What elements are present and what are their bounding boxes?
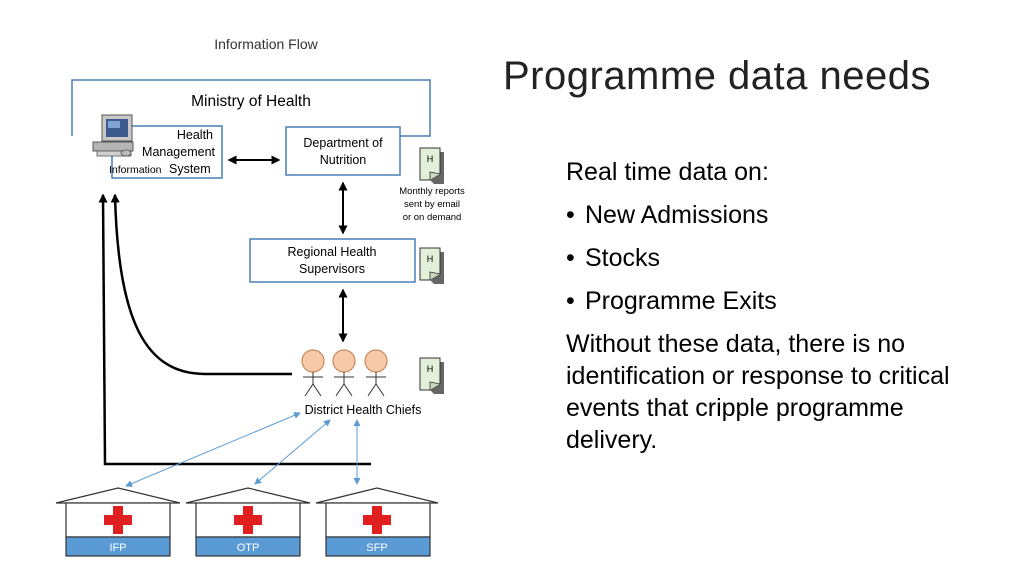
monthly-note-1: Monthly reports (399, 186, 465, 197)
hmis-label-1: Health (177, 128, 213, 142)
red-cross-icon (104, 506, 132, 534)
slide-title: Programme data needs (503, 54, 932, 98)
monthly-note-2: sent by email (404, 199, 460, 210)
dept-label-2: Nutrition (320, 153, 367, 167)
dept-label-1: Department of (303, 136, 383, 150)
hmis-label-3b: System (169, 162, 211, 176)
document-icon: H (419, 247, 444, 284)
dept-nutrition-box (285, 126, 401, 176)
facility-label: SFP (366, 542, 387, 554)
arrow-district-otp (254, 419, 331, 485)
regional-label-2: Supervisors (299, 262, 365, 276)
line-facilities-hmis (98, 193, 371, 466)
hmis-label-2: Management (142, 145, 215, 159)
facility-otp: OTP (185, 487, 311, 557)
arrow-district-ifp (125, 412, 301, 487)
closing-text: Without these data, there is no identifi… (566, 330, 950, 454)
bullet-dot: • (566, 287, 575, 315)
bullet-item: • New Admissions (566, 199, 986, 231)
person-icon (364, 349, 388, 397)
document-letter: H (427, 254, 434, 264)
red-cross-icon (363, 506, 391, 534)
monthly-note-3: or on demand (403, 212, 462, 223)
computer-icon (92, 114, 134, 157)
district-label: District Health Chiefs (305, 403, 422, 417)
bullet-text: Stocks (585, 244, 661, 272)
facility-ifp: IFP (55, 487, 181, 557)
red-cross-icon (234, 506, 262, 534)
bullet-dot: • (566, 201, 575, 229)
hmis-label-3: Information System (109, 160, 211, 177)
person-icon (301, 349, 325, 397)
flow-title: Information Flow (214, 36, 318, 52)
bullet-item: • Stocks (566, 242, 986, 274)
document-icon: H (419, 357, 444, 394)
intro-text: Real time data on: (566, 158, 769, 186)
facility-label: OTP (237, 542, 260, 554)
ministry-label: Ministry of Health (191, 93, 311, 110)
slide-body: Real time data on: • New Admissions • Stoc… (566, 156, 986, 467)
bullet-text: New Admissions (585, 201, 769, 229)
regional-box (249, 238, 416, 283)
document-icon: H (419, 147, 444, 184)
bullet-item: • Programme Exits (566, 285, 986, 317)
bullet-dot: • (566, 244, 575, 272)
curve-district-hmis (110, 193, 292, 376)
regional-label-1: Regional Health (288, 245, 377, 259)
document-letter: H (427, 154, 434, 164)
hmis-label-3a: Information (109, 164, 162, 176)
facility-sfp: SFP (315, 487, 439, 557)
bullet-text: Programme Exits (585, 287, 777, 315)
ministry-frame (71, 79, 431, 137)
facility-label: IFP (109, 542, 126, 554)
person-icon (332, 349, 356, 397)
document-letter: H (427, 364, 434, 374)
